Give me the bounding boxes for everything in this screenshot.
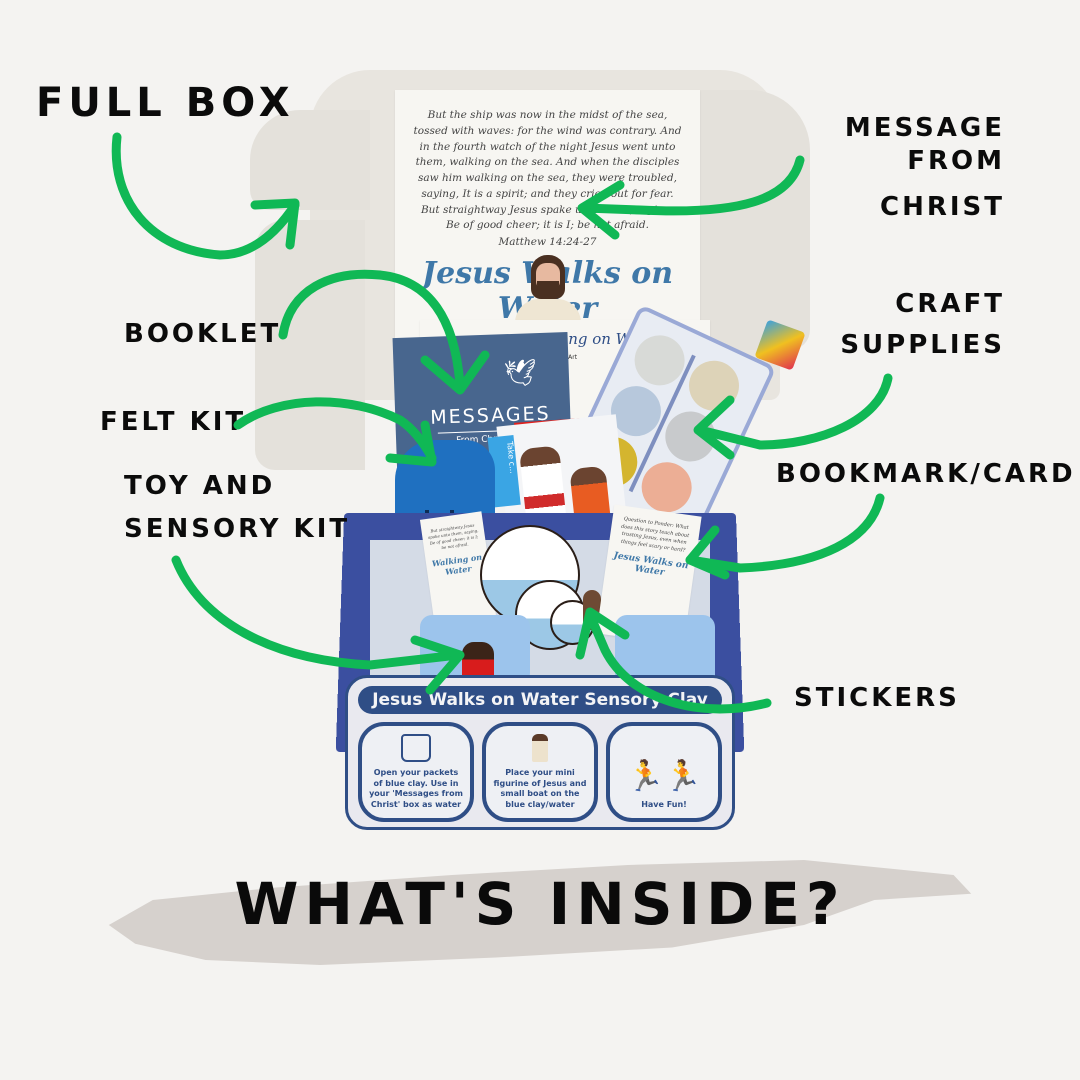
sensory-clay-sign: Jesus Walks on Water Sensory Clay Open y… — [345, 675, 735, 830]
product-photo: But the ship was now in the midst of the… — [250, 70, 810, 830]
label-toy-sensory-kit: TOY AND SENSORY KIT — [124, 471, 351, 544]
sign-title: Jesus Walks on Water Sensory Clay — [358, 686, 722, 714]
bookmark-verse: But straightway Jesus spake unto them, s… — [427, 522, 479, 551]
label-felt-kit: FELT KIT — [100, 407, 247, 437]
children-playing-icon: 🏃🏃 — [626, 758, 702, 794]
label-stickers: STICKERS — [794, 683, 960, 713]
headline-whats-inside: WHAT'S INSIDE? — [234, 870, 846, 938]
label-message-from-christ: MESSAGE FROM CHRIST — [844, 113, 1005, 222]
label-craft-supplies: CRAFT SUPPLIES — [840, 289, 1005, 360]
bag-icon — [401, 734, 431, 763]
scripture-reference: Matthew 14:24-27 — [498, 236, 597, 248]
label-full-box: FULL BOX — [36, 80, 295, 126]
sign-step-2: Place your mini figurine of Jesus and sm… — [482, 722, 598, 822]
question-card-title: Jesus Walks on Water — [612, 550, 689, 579]
sign-step-1: Open your packets of blue clay. Use in y… — [358, 722, 474, 822]
sign-step-3: 🏃🏃 Have Fun! — [606, 722, 722, 822]
question-text: Question to Ponder: What does this story… — [620, 515, 690, 554]
label-bookmark-card: BOOKMARK/CARD — [776, 459, 1076, 489]
dove-icon: 🕊 — [503, 358, 538, 390]
box-right-flap — [700, 90, 810, 350]
jesus-figure-icon — [532, 734, 548, 763]
scripture-verse: But the ship was now in the midst of the… — [413, 109, 682, 232]
label-booklet: BOOKLET — [124, 319, 282, 349]
bookmark-title: Walking on Water — [431, 551, 483, 577]
